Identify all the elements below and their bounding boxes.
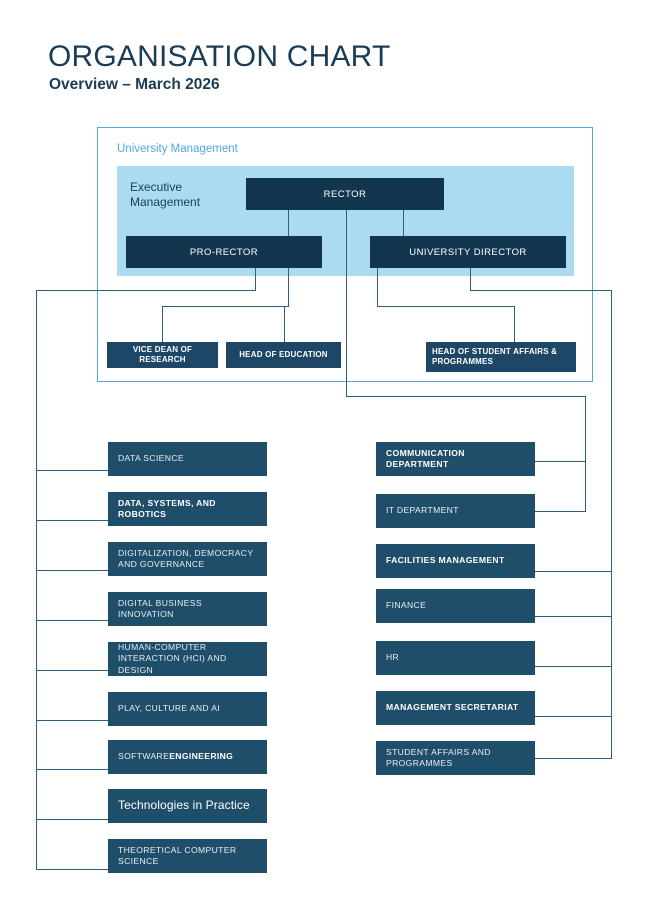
box-data-science[interactable]: DATA SCIENCE [108, 442, 267, 476]
box-theoretical-computer-science[interactable]: THEORETICAL COMPUTER SCIENCE [108, 839, 267, 873]
executive-management-label: Executive Management [130, 180, 201, 209]
connector-stub-digitalization [36, 570, 108, 571]
box-communication-department[interactable]: COMMUNICATION DEPARTMENT [376, 442, 535, 476]
connector-stub-data-systems-and-robotics [36, 520, 108, 521]
box-university-director[interactable]: UNIVERSITY DIRECTOR [370, 236, 566, 268]
connector-rector-to-pro-rector [288, 210, 289, 242]
connector-to-head-of-education [284, 306, 285, 342]
box-facilities-management[interactable]: FACILITIES MANAGEMENT [376, 544, 535, 578]
box-digital-business-innovation[interactable]: DIGITAL BUSINESS INNOVATION [108, 592, 267, 626]
connector-academic-bus-top [36, 290, 256, 291]
connector-stub-hr [534, 666, 612, 667]
box-hr[interactable]: HR [376, 641, 535, 675]
page-subtitle: Overview – March 2026 [49, 76, 220, 93]
box-software-engineering[interactable]: SOFTWARE ENGINEERING [108, 740, 267, 774]
connector-stub-facilities-management [534, 571, 612, 572]
connector-admin-outer-spine [611, 290, 612, 758]
connector-rector-to-university-director [403, 210, 404, 242]
connector-stub-software-engineering [36, 769, 108, 770]
connector-stub-student-affairs-and-programmes [534, 758, 612, 759]
connector-pro-rector-bus [162, 306, 289, 307]
connector-stub-technologies-in-practice [36, 819, 108, 820]
software-engineering-plain: SOFTWARE [118, 751, 170, 762]
box-it-department[interactable]: IT DEPARTMENT [376, 494, 535, 528]
connector-admin-inner-top [346, 396, 585, 397]
connector-stub-it-department [534, 511, 586, 512]
connector-university-director-bus [377, 306, 514, 307]
connector-to-vice-dean-of-research [162, 306, 163, 342]
connector-pro-rector-drop-outer [255, 268, 256, 290]
connector-rector-center-spine [346, 210, 347, 396]
box-head-of-student-affairs[interactable]: HEAD OF STUDENT AFFAIRS & PROGRAMMES [426, 342, 576, 372]
university-management-panel [97, 127, 593, 382]
box-human-computer-interaction-and-design[interactable]: HUMAN-COMPUTER INTERACTION (HCI) AND DES… [108, 642, 267, 676]
university-management-label: University Management [117, 143, 238, 155]
box-vice-dean-of-research[interactable]: VICE DEAN OF RESEARCH [107, 342, 218, 368]
box-head-of-education[interactable]: HEAD OF EDUCATION [226, 342, 341, 368]
connector-stub-theoretical-computer-science [36, 869, 108, 870]
connector-university-director-drop-outer [470, 268, 471, 290]
software-engineering-emphasis: ENGINEERING [169, 751, 234, 762]
box-rector[interactable]: RECTOR [246, 178, 444, 210]
box-digitalization-democracy-and-governance[interactable]: DIGITALIZATION, DEMOCRACY AND GOVERNANCE [108, 542, 267, 576]
box-play-culture-and-ai[interactable]: PLAY, CULTURE AND AI [108, 692, 267, 726]
box-pro-rector[interactable]: PRO-RECTOR [126, 236, 322, 268]
connector-stub-management-secretariat [534, 716, 612, 717]
box-student-affairs-and-programmes[interactable]: STUDENT AFFAIRS AND PROGRAMMES [376, 741, 535, 775]
connector-academic-bus-spine [36, 290, 37, 870]
connector-stub-digital-business-innovation [36, 620, 108, 621]
connector-stub-play-culture-and-ai [36, 720, 108, 721]
page-title: ORGANISATION CHART [48, 40, 391, 73]
connector-stub-communication-department [534, 461, 586, 462]
box-technologies-in-practice[interactable]: Technologies in Practice [108, 789, 267, 823]
connector-admin-inner-spine [585, 396, 586, 511]
connector-university-director-drop-left [377, 268, 378, 306]
box-data-systems-and-robotics[interactable]: DATA, SYSTEMS, AND ROBOTICS [108, 492, 267, 526]
connector-admin-outer-top [470, 290, 612, 291]
connector-stub-data-science [36, 470, 108, 471]
connector-pro-rector-drop-left [288, 268, 289, 306]
box-management-secretariat[interactable]: MANAGEMENT SECRETARIAT [376, 691, 535, 725]
connector-stub-finance [534, 616, 612, 617]
connector-to-head-of-student-affairs [514, 306, 515, 342]
box-finance[interactable]: FINANCE [376, 589, 535, 623]
connector-stub-hci-and-design [36, 670, 108, 671]
